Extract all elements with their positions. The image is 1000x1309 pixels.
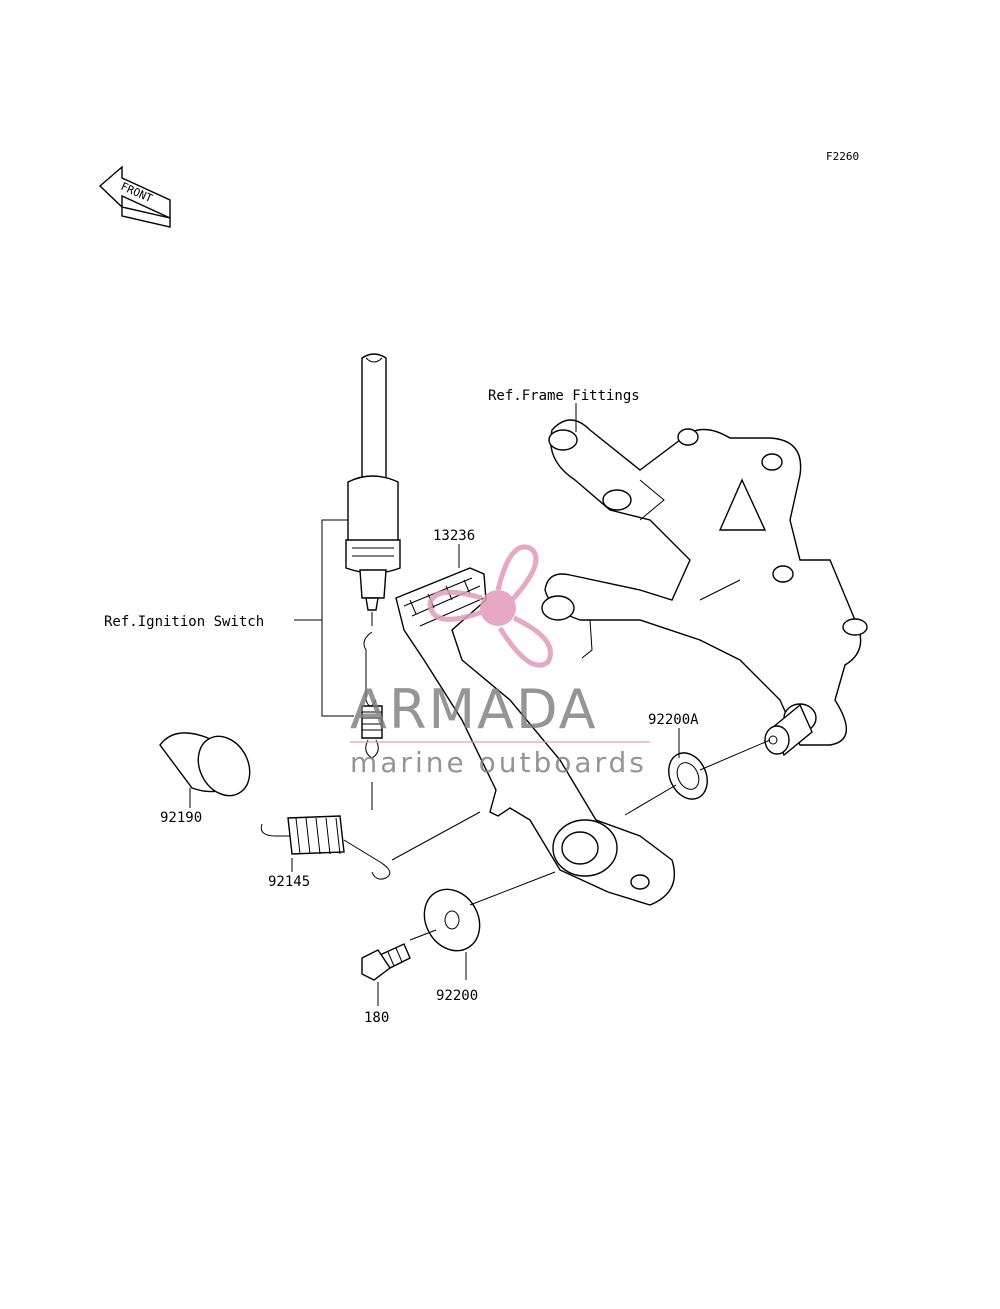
collar-92190 — [159, 732, 251, 797]
part-13236-label: 13236 — [433, 528, 475, 544]
ref-ignition-label: Ref.Ignition Switch — [104, 614, 264, 630]
watermark: ARMADA marine outboards — [350, 544, 650, 779]
watermark-brand: ARMADA — [350, 678, 598, 741]
part-92200-label: 92200 — [436, 988, 478, 1004]
ignition-bracket — [321, 519, 354, 717]
ignition-switch-assembly — [345, 353, 401, 810]
frame-fitting — [541, 419, 868, 757]
part-92200a-label: 92200A — [648, 712, 699, 728]
watermark-tagline: marine outboards — [350, 746, 647, 779]
brake-pedal — [395, 567, 676, 906]
bolt-180 — [361, 943, 411, 981]
ref-frame-label: Ref.Frame Fittings — [488, 388, 640, 404]
propeller-logo-icon — [427, 544, 553, 668]
spring-92145 — [260, 815, 391, 880]
part-92145-label: 92145 — [268, 874, 310, 890]
diagram-code: F2260 — [826, 150, 859, 163]
front-arrow-icon: FRONT — [98, 165, 171, 228]
part-92190-label: 92190 — [160, 810, 202, 826]
washer-92200 — [423, 888, 481, 952]
washer-92200a — [668, 752, 708, 800]
part-180-label: 180 — [364, 1010, 389, 1026]
